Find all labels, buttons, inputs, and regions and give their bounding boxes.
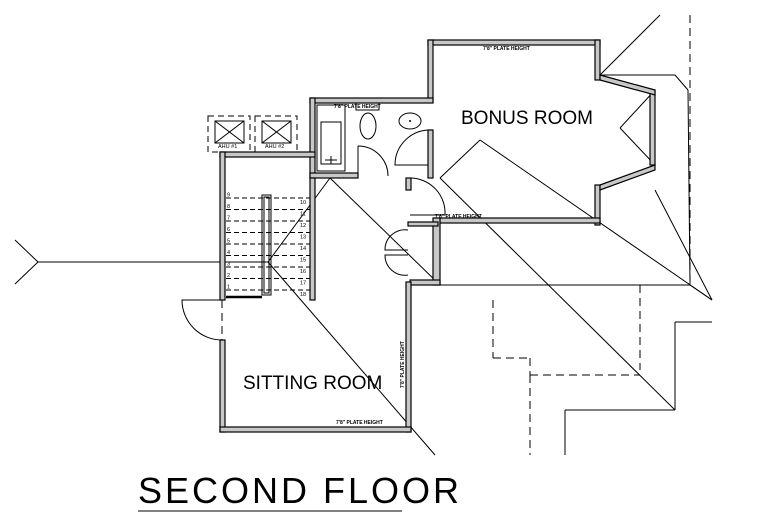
stair-step-number: 11 bbox=[300, 212, 306, 218]
sitting-room-label: SITTING ROOM bbox=[243, 373, 382, 394]
doors[interactable] bbox=[181, 129, 446, 341]
stair-step-number: 15 bbox=[300, 258, 306, 264]
bath-plate-height-note: 7'8" PLATE HEIGHT bbox=[334, 104, 381, 110]
roof-lines bbox=[14, 14, 713, 456]
bonus-plate-height-note: 7'8" PLATE HEIGHT bbox=[483, 46, 530, 52]
hall-plate-height-note: 7'8" PLATE HEIGHT bbox=[435, 214, 482, 220]
stair-step-number: 14 bbox=[300, 246, 306, 252]
ahu-2-label: AHU #2 bbox=[265, 144, 284, 150]
ahu-units: AHU #1 AHU #2 bbox=[207, 115, 298, 153]
stair-step-number: 9 bbox=[227, 193, 230, 199]
sitting-side-plate-height-note: 7'8" PLATE HEIGHT bbox=[400, 341, 406, 388]
stair-step-number: 8 bbox=[227, 204, 230, 210]
stair-step-number: 12 bbox=[300, 223, 306, 229]
stair-step-number: 2 bbox=[227, 273, 230, 279]
stair-step-number: 3 bbox=[227, 262, 230, 268]
stair-step-number: 4 bbox=[227, 250, 230, 256]
bonus-room-label: BONUS ROOM bbox=[461, 108, 593, 129]
stair-step-number: 10 bbox=[300, 200, 306, 206]
staircase: 9 10 8 11 7 12 6 13 5 14 4 15 3 16 2 17 1 18 bbox=[226, 193, 310, 299]
ahu-1-label: AHU #1 bbox=[218, 144, 237, 150]
stair-step-number: 1 bbox=[227, 285, 230, 291]
stair-step-number: 16 bbox=[300, 269, 306, 275]
drawing-title: SECOND FLOOR bbox=[138, 470, 462, 511]
bath-fixtures: 7'8" PLATE HEIGHT bbox=[316, 102, 422, 172]
stair-step-number: 7 bbox=[227, 216, 230, 222]
stair-step-number: 17 bbox=[300, 281, 306, 287]
sitting-plate-height-note: 7'8" PLATE HEIGHT bbox=[336, 420, 383, 426]
stair-step-number: 5 bbox=[227, 239, 230, 245]
stair-step-number: 6 bbox=[227, 227, 230, 233]
stair-step-number: 18 bbox=[300, 292, 306, 298]
stair-step-number: 13 bbox=[300, 235, 306, 241]
